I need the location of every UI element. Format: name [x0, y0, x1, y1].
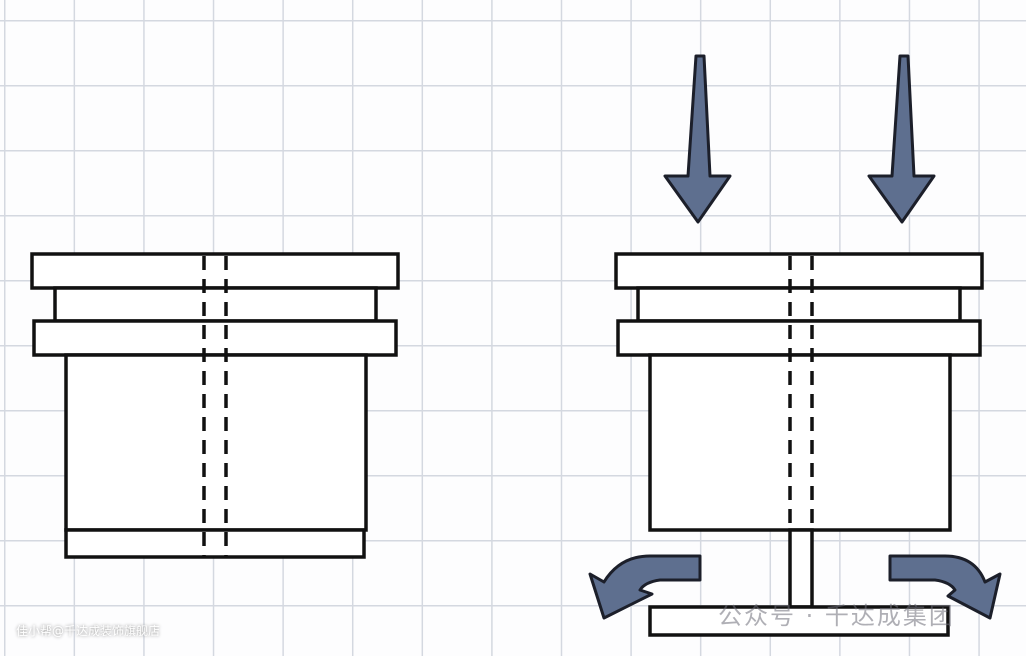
- watermark-bottom-right: 公众号 · 千达成集团: [718, 602, 955, 630]
- left-assembly: [30, 252, 400, 559]
- right-body: [648, 353, 952, 532]
- down-arrow-left-icon: [663, 54, 732, 224]
- left-middle-plate: [53, 286, 378, 323]
- left-body: [64, 353, 368, 532]
- left-top-plate: [30, 252, 400, 290]
- down-arrow-right-icon: [867, 54, 936, 224]
- watermark-bottom-left: 佳小帮@千达成装饰旗舰店: [16, 624, 161, 638]
- right-second-plate: [616, 319, 982, 357]
- right-middle-plate: [636, 286, 962, 323]
- left-second-plate: [32, 319, 398, 357]
- right-bottom-plate: [648, 605, 950, 637]
- force-arrows: [588, 54, 1002, 620]
- curved-arrow-right-icon: [888, 554, 1002, 620]
- curved-arrow-left-icon: [588, 554, 702, 620]
- left-bottom-plate: [64, 528, 366, 559]
- right-top-plate: [614, 252, 984, 290]
- right-assembly: [614, 252, 984, 637]
